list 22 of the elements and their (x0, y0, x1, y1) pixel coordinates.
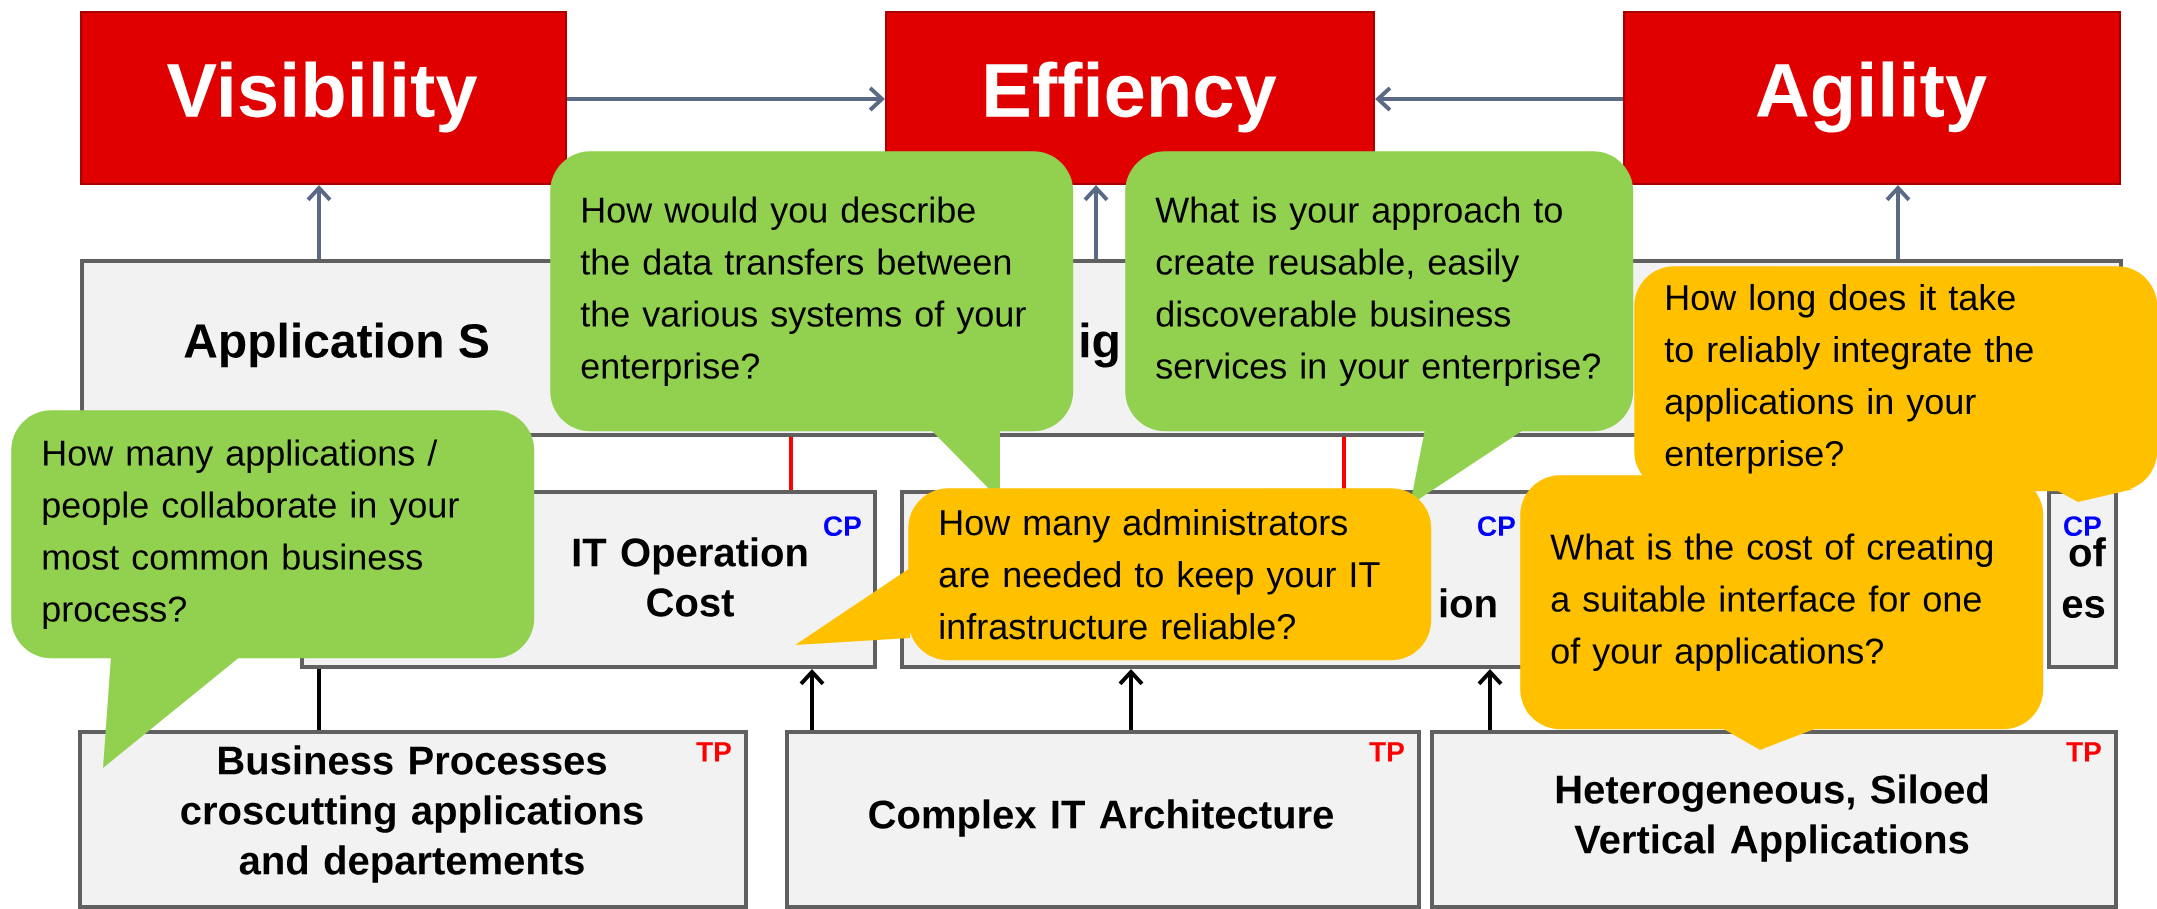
category-box: TP Complex IT Architecture (785, 730, 1421, 909)
category-box: Business Processes croscutting applications and departements TP (78, 730, 748, 909)
connector-line (1342, 437, 1346, 490)
question-tooltip: What is your approach to create reusable, easily discoverable business services in your enterprise? (1125, 151, 1634, 505)
category-box: CP of es (2047, 490, 2118, 669)
arrow (1885, 185, 1911, 259)
arrow (306, 185, 332, 259)
arrow (1375, 86, 1623, 112)
question-tooltip: How long does it take to reliably integrate the applications in your enterprise? (1634, 266, 2157, 502)
arrow (799, 669, 825, 730)
question-tooltip: How would you describe the data transfers between the various systems of your enterprise? (550, 151, 1074, 500)
arrow (1118, 669, 1144, 730)
arrow (567, 86, 886, 112)
arrow (1083, 185, 1109, 259)
question-tooltip: What is the cost of creating a suitable interface for one of your applications? (1520, 475, 2044, 750)
node-label: What is the cost of creating a suitable interface for one of your applications? (1550, 533, 1993, 671)
connector-line (317, 669, 321, 730)
title-box: Visibility (80, 11, 567, 185)
category-box: TP Heterogeneous, Siloed Vertical Applications (1430, 730, 2118, 909)
arrow (1477, 669, 1503, 730)
title-box: Agility (1623, 11, 2121, 185)
connector-line (789, 437, 793, 490)
